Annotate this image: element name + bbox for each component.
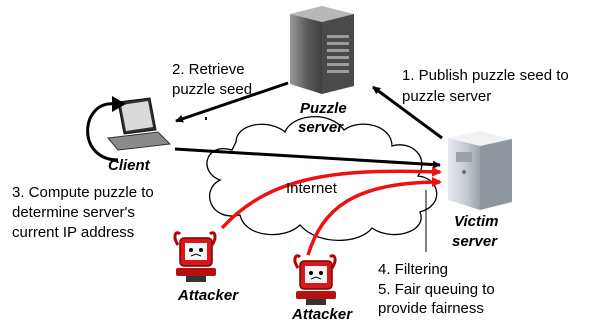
cycle-arrow-icon: [86, 96, 126, 162]
victim-server-icon: [448, 131, 512, 210]
attack-arrow-right: [306, 177, 442, 256]
puzzle-server-icon: [290, 6, 354, 94]
client-request-arrow: [174, 147, 441, 169]
step-publish-line2: puzzle server: [402, 88, 491, 105]
step-retrieve-line2: puzzle seed: [172, 81, 252, 98]
dot-mark: [205, 117, 207, 120]
publish-arrow: [372, 85, 443, 140]
puzzle-server-label-line2: server: [298, 119, 344, 136]
client-label: Client: [108, 157, 151, 174]
step-filtering: 4. Filtering: [378, 261, 448, 278]
retrieve-arrow: [175, 81, 289, 123]
step-fair-queuing-line1: 5. Fair queuing to: [378, 281, 495, 298]
step-compute-line3: current IP address: [12, 224, 134, 241]
attacker-computer-icon: [173, 231, 217, 282]
step-fair-queuing-line2: provide fairness: [378, 300, 484, 317]
step-retrieve-line1: 2. Retrieve: [172, 61, 245, 78]
victim-server-label-line2: server: [452, 233, 498, 250]
attacker-left-label: Attacker: [177, 287, 239, 304]
step-compute-line1: 3. Compute puzzle to: [12, 184, 154, 201]
puzzle-server-label-line1: Puzzle: [300, 100, 347, 117]
step-compute-line2: determine server's: [12, 204, 135, 221]
laptop-icon: [107, 97, 172, 151]
attacker-right-label: Attacker: [291, 306, 353, 321]
attacker-computer-icon: [293, 254, 337, 305]
step-publish-line1: 1. Publish puzzle seed to: [402, 67, 569, 84]
internet-label: Internet: [286, 180, 338, 197]
attack-arrow-left: [220, 166, 442, 230]
victim-server-label-line1: Victim: [454, 213, 498, 230]
